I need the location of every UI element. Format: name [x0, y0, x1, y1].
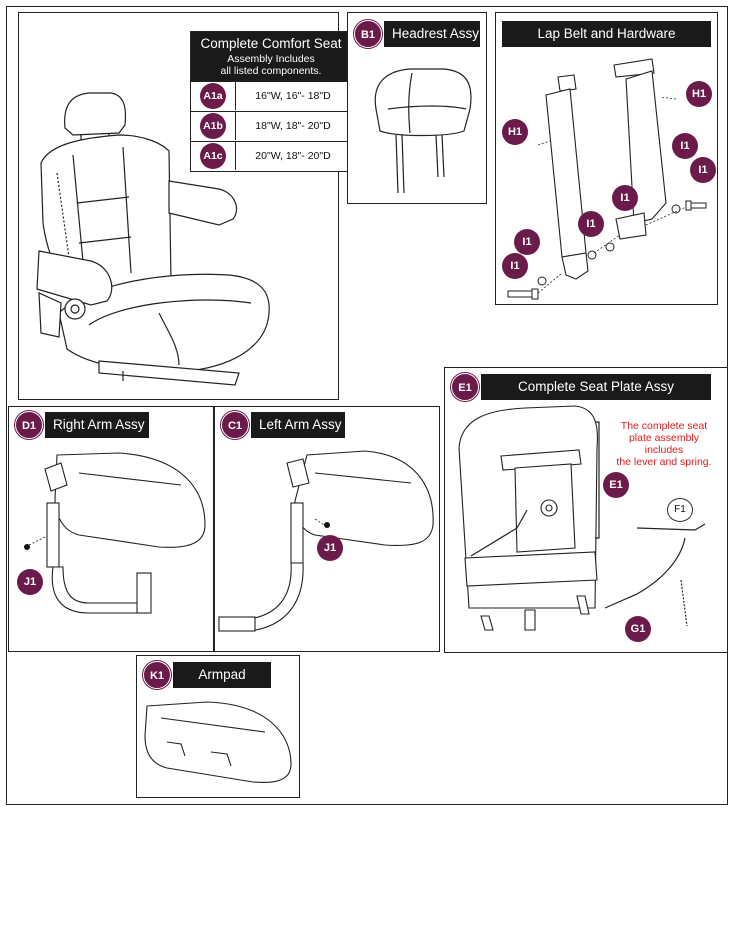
- seat-plate-illustration: [458, 405, 706, 631]
- lap-belt-callout: H1: [502, 119, 528, 145]
- headrest-code-badge: B1: [354, 20, 382, 48]
- seat-variant-size: 20"W, 18"- 20"D: [255, 150, 331, 162]
- lap-belt-callout: I1: [672, 133, 698, 159]
- seat-variant-row: A1b 18"W, 18"- 20"D: [191, 111, 351, 141]
- seat-variants-table: Complete Comfort Seat Assembly Includes …: [190, 31, 352, 172]
- left-arm-panel: C1 Left Arm Assy J1: [214, 406, 440, 652]
- right-arm-code-badge: D1: [15, 411, 43, 439]
- comfort-seat-subtitle-1: Assembly Includes: [227, 53, 315, 65]
- lap-belt-callout: I1: [612, 185, 638, 211]
- comfort-seat-illustration: [36, 92, 270, 386]
- armpad-title: Armpad: [173, 662, 271, 688]
- left-arm-illustration: [218, 450, 434, 632]
- right-arm-title: Right Arm Assy: [45, 412, 149, 438]
- left-arm-callout: J1: [317, 535, 343, 561]
- headrest-title: Headrest Assy: [384, 21, 480, 47]
- seat-variant-row: A1c 20"W, 18"- 20"D: [191, 141, 351, 171]
- left-arm-code-badge: C1: [221, 411, 249, 439]
- lap-belt-panel: Lap Belt and Hardware: [495, 12, 718, 305]
- right-arm-illustration: [24, 452, 206, 614]
- spring-callout: G1: [625, 616, 651, 642]
- lap-belt-callout: I1: [690, 157, 716, 183]
- seat-plate-panel: E1 Complete Seat Plate Assy E1 F1 G1: [444, 367, 728, 653]
- armpad-illustration: [144, 701, 292, 784]
- armpad-panel: K1 Armpad: [136, 655, 300, 798]
- lap-belt-callout: I1: [514, 229, 540, 255]
- seat-plate-title: Complete Seat Plate Assy: [481, 374, 711, 400]
- seat-variant-code: A1a: [200, 83, 226, 109]
- right-arm-panel: D1 Right Arm Assy J1: [8, 406, 214, 652]
- seat-variant-code: A1c: [200, 143, 226, 169]
- comfort-seat-title: Complete Comfort Seat: [200, 36, 342, 51]
- armpad-code-badge: K1: [143, 661, 171, 689]
- seat-variant-row: A1a 16"W, 16"- 18"D: [191, 81, 351, 111]
- seat-variant-size: 16"W, 16"- 18"D: [255, 90, 331, 102]
- right-arm-callout: J1: [17, 569, 43, 595]
- seat-plate-note-line-3: includes: [644, 444, 684, 456]
- seat-variants-header: Complete Comfort Seat Assembly Includes …: [191, 32, 351, 81]
- lap-belt-callout: I1: [502, 253, 528, 279]
- seat-plate-note-line-4: the lever and spring.: [616, 456, 712, 468]
- seat-plate-note-line-1: The complete seat: [620, 420, 708, 432]
- lap-belt-callout: I1: [578, 211, 604, 237]
- lap-belt-title: Lap Belt and Hardware: [502, 21, 711, 47]
- seat-plate-callout: E1: [603, 472, 629, 498]
- lap-belt-callout: H1: [686, 81, 712, 107]
- seat-variant-size: 18"W, 18"- 20"D: [255, 120, 331, 132]
- comfort-seat-subtitle-2: all listed components.: [220, 65, 322, 77]
- left-arm-title: Left Arm Assy: [251, 412, 345, 438]
- seat-plate-code-badge: E1: [451, 373, 479, 401]
- seat-plate-note: The complete seat plate assembly include…: [600, 420, 728, 468]
- headrest-illustration: [374, 68, 472, 194]
- headrest-panel: B1 Headrest Assy: [347, 12, 487, 204]
- seat-variant-code: A1b: [200, 113, 226, 139]
- comfort-seat-panel: Complete Comfort Seat Assembly Includes …: [18, 12, 352, 400]
- lap-belt-illustration: [507, 58, 707, 300]
- lever-callout: F1: [667, 498, 693, 522]
- seat-plate-note-line-2: plate assembly: [628, 432, 700, 444]
